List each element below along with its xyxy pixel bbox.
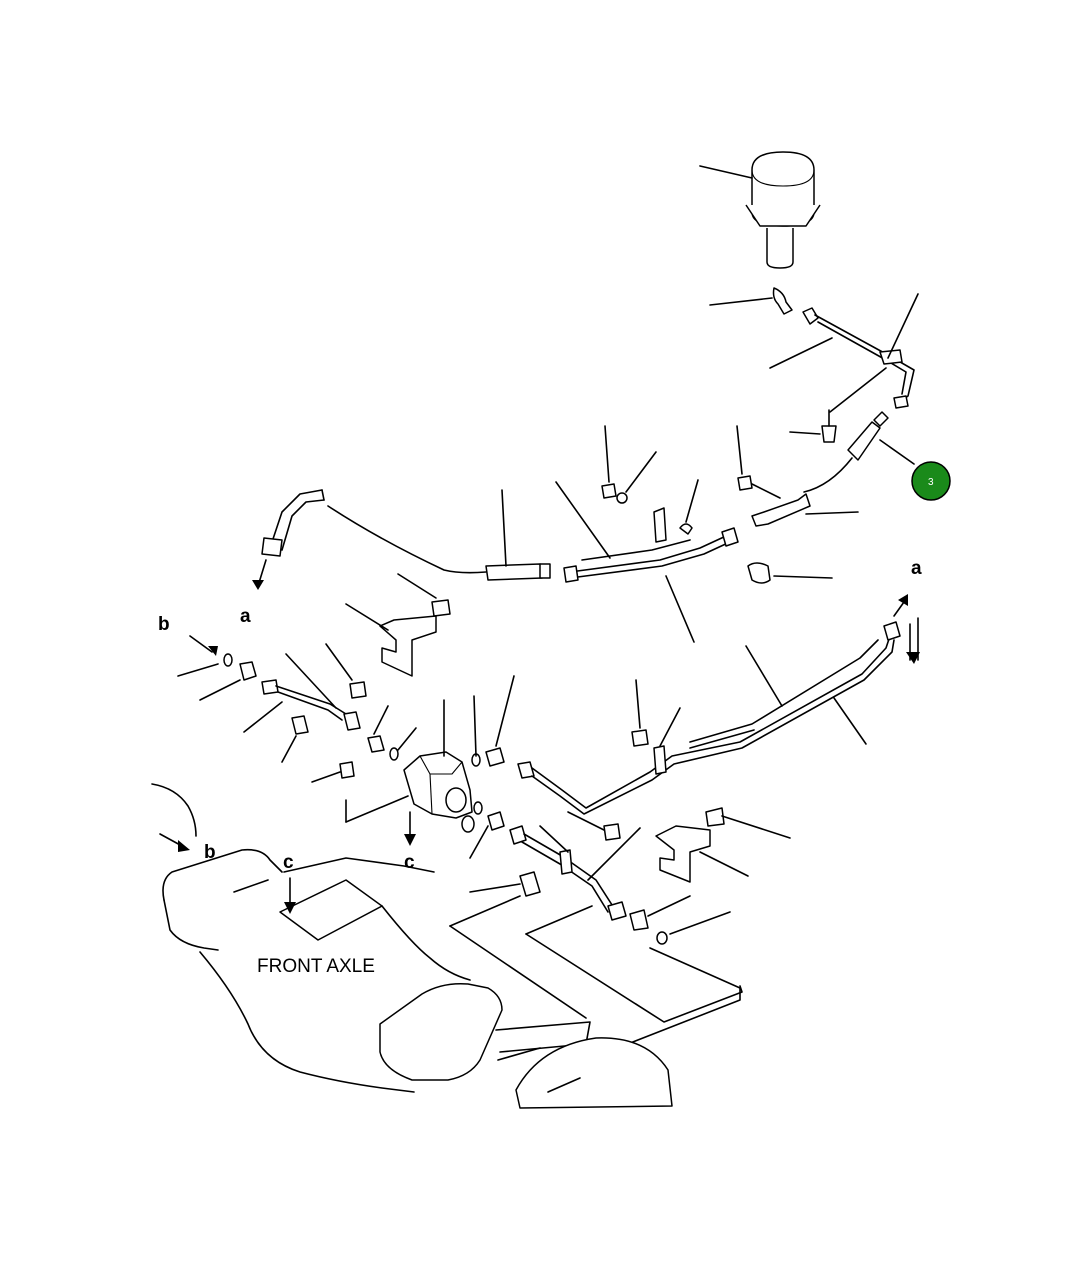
valve-fittings [311,675,515,859]
reservoir-tank [699,151,821,269]
label-a-right: a [911,558,922,579]
upper-tube-assembly [769,293,919,413]
callout-3-number[interactable]: 3 [928,477,934,488]
label-b-left: b [158,614,170,635]
banjo-bolt-upper [789,409,837,443]
u-clamp [747,562,833,584]
middle-pipe-assembly [555,425,739,643]
callout-3-badge[interactable] [911,461,951,501]
label-c-bottom: c [404,852,415,873]
flexible-hose-left [252,489,551,590]
valve-body [345,699,475,846]
left-fittings-group [177,635,367,763]
flexible-hose-right [803,411,915,493]
callout-3[interactable]: 3 [911,461,951,501]
mounting-bracket-right [655,807,791,883]
lower-pipe-assembly [469,811,731,945]
label-a-left: a [240,606,251,627]
label-c-center: c [283,852,294,873]
hose-end-fitting [736,425,859,527]
vehicle-frame-outline [151,783,743,1109]
mounting-bracket-left [345,573,451,677]
front-axle-label: FRONT AXLE [257,956,375,977]
long-pipe-right [517,594,920,815]
elbow-fitting [709,287,793,315]
label-b-bottom: b [204,842,216,863]
